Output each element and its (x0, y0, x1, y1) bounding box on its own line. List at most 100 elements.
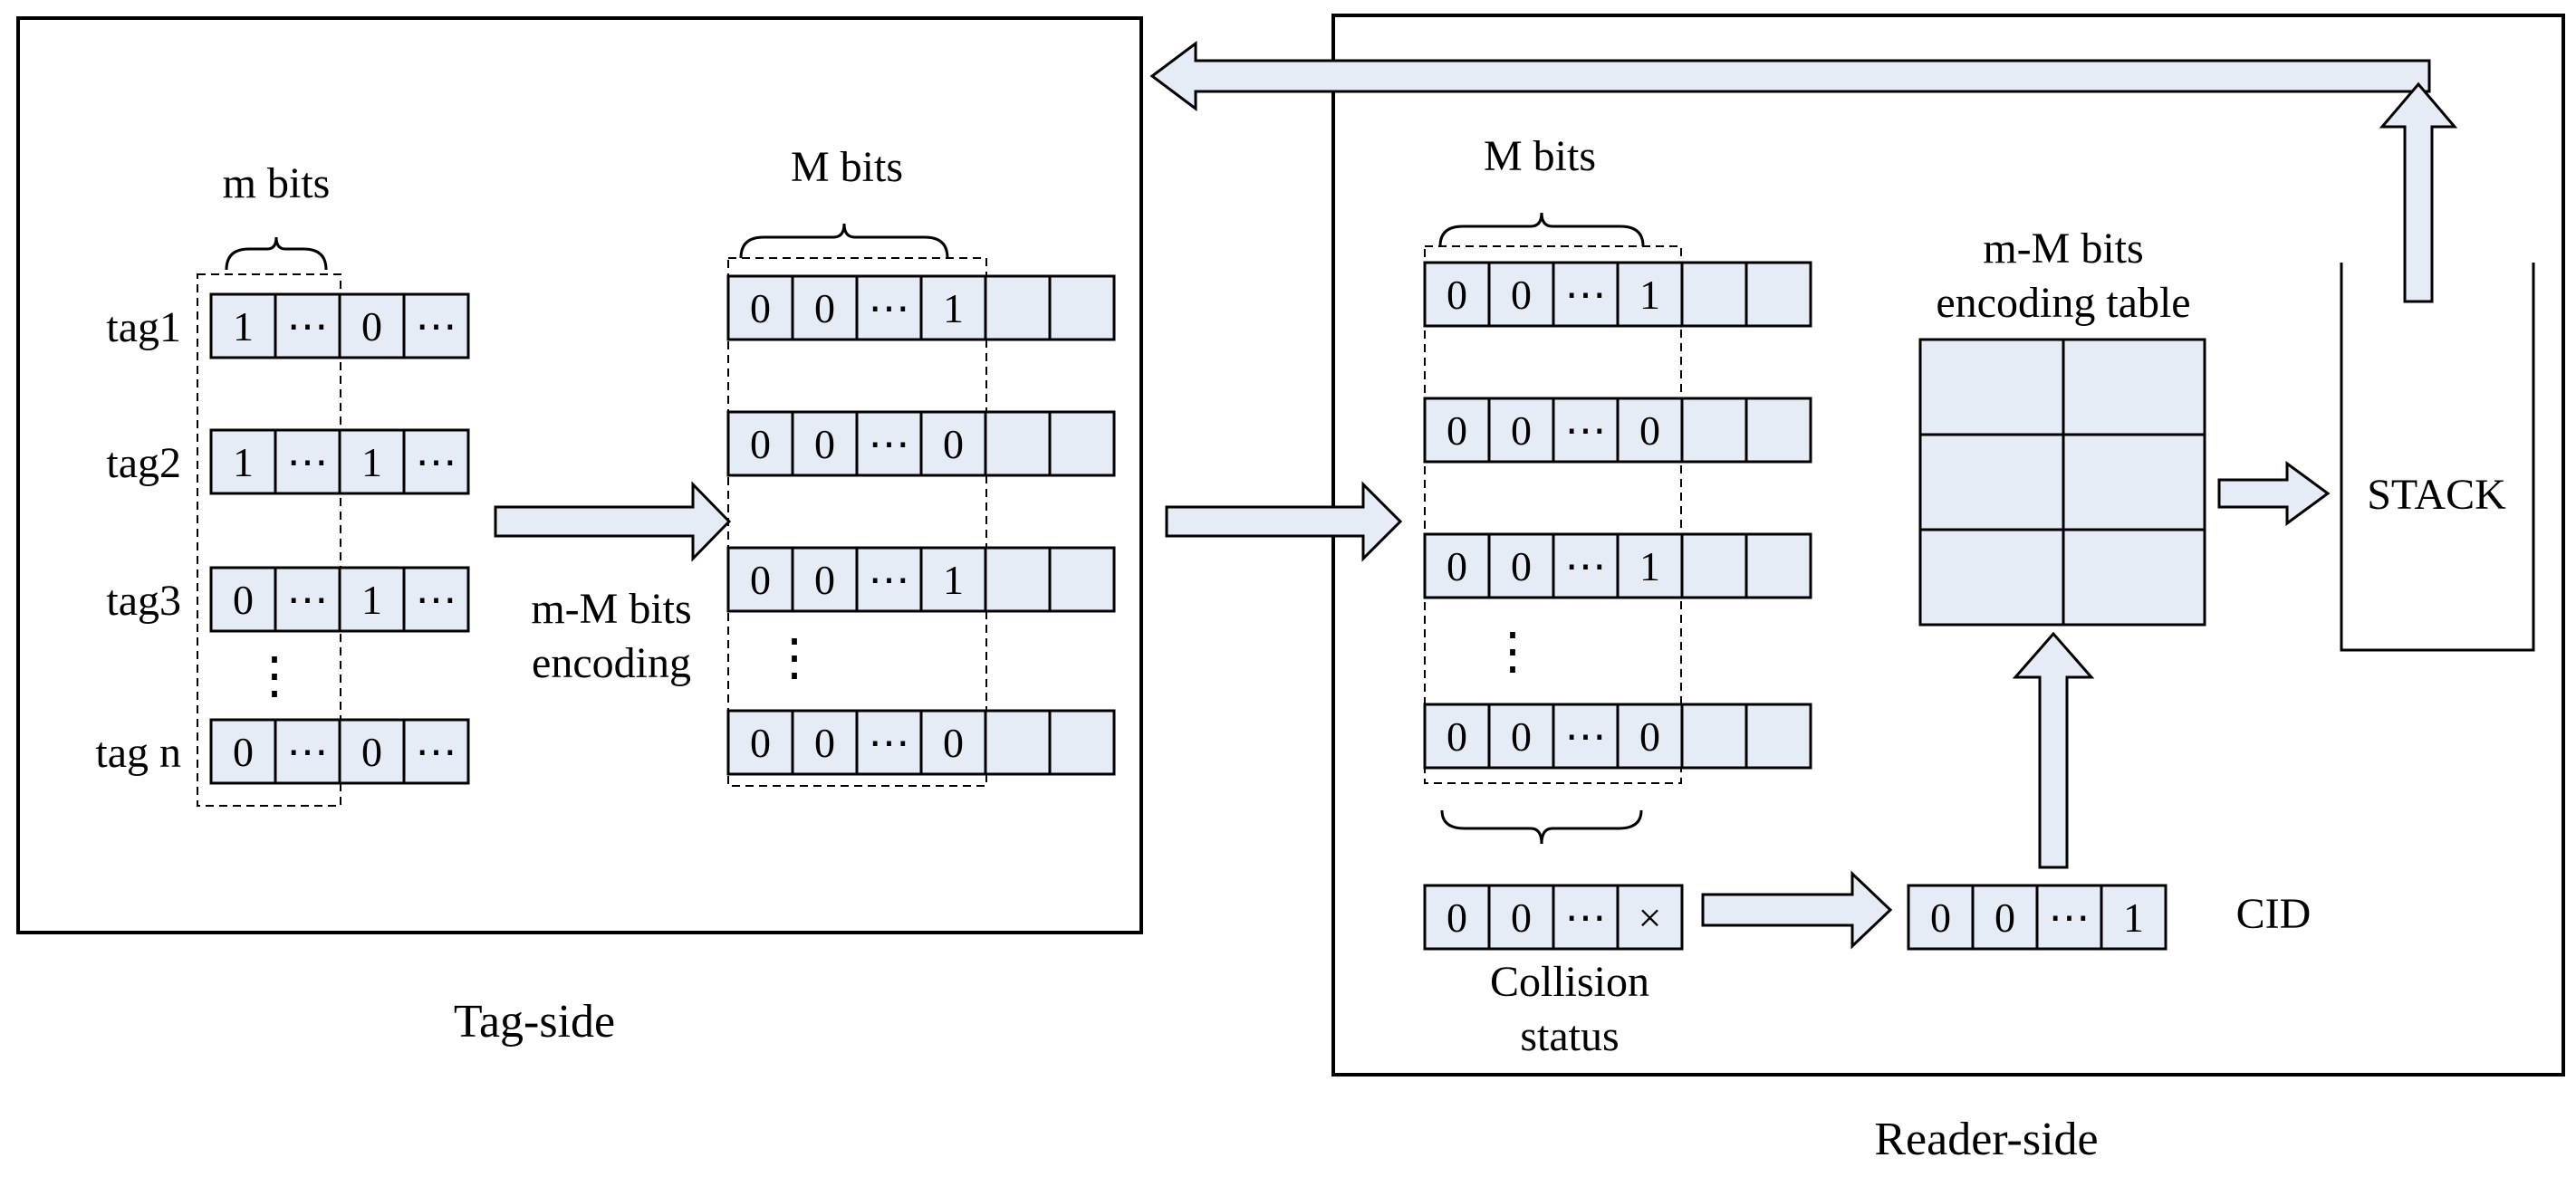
feedback-vertical-arrow (2379, 81, 2458, 303)
encoded-row-1-bit-3: ⋯ (869, 285, 910, 331)
received-ellipsis: ⋮ (1487, 624, 1538, 680)
table-label-line2: encoding table (1936, 279, 2190, 327)
tag-label-2: tag2 (106, 439, 181, 487)
encoded-row-2-cell-5 (984, 410, 1052, 477)
received-row-4-cell-3 (1552, 703, 1620, 770)
reader-side-panel (1331, 14, 2565, 1077)
feedback-horizontal-arrow (1149, 41, 2431, 111)
cid-to-table-arrow (2012, 631, 2095, 869)
tag-label-4: tag n (95, 729, 181, 777)
encoded-row-4-bit-4: 0 (943, 720, 964, 766)
encoded-row-3-cell-2 (791, 546, 859, 613)
tag-4-bit-2: ⋯ (287, 729, 329, 775)
received-row-2-bit-2: 0 (1511, 407, 1532, 454)
tag-2-bit-3: 1 (361, 439, 382, 485)
table-label-line1: m-M bits (1983, 225, 2143, 273)
received-row-2-cell-5 (1680, 397, 1748, 464)
encoded-row-2-cell-4 (919, 410, 987, 477)
tag-M-bits-dashed-box (727, 257, 987, 787)
received-row-1-cell-5 (1680, 261, 1748, 328)
collision-bit-1: 0 (1447, 895, 1467, 941)
table-cell-r3c1 (1918, 528, 2065, 627)
tag-3-bit-4: ⋯ (416, 577, 457, 623)
tag-3-cell-3 (338, 566, 406, 633)
encoded-row-1-cell-6 (1048, 274, 1116, 341)
tag-2-cell-3 (338, 428, 406, 495)
encoded-row-1-cell-5 (984, 274, 1052, 341)
received-row-1-bit-2: 0 (1511, 272, 1532, 318)
reader-M-bits-dashed-box (1424, 245, 1682, 784)
encoded-row-1-cell-1 (726, 274, 794, 341)
received-row-1-bit-4: 1 (1639, 272, 1660, 318)
received-row-2-cell-3 (1552, 397, 1620, 464)
stack-container (2340, 263, 2535, 652)
received-row-3-cell-6 (1745, 532, 1812, 599)
reader-M-bits-brace (1438, 212, 1645, 247)
table-cell-r2c2 (2062, 433, 2206, 531)
reader-M-bits-label: M bits (1484, 132, 1596, 180)
received-row-2-cell-6 (1745, 397, 1812, 464)
collision-label-line1: Collision (1490, 958, 1649, 1006)
encoding-table (1918, 338, 2206, 627)
encoded-row-4-cell-5 (984, 709, 1052, 776)
table-cell-r3c2 (2062, 528, 2206, 627)
encoded-row-4-cell-3 (855, 709, 923, 776)
tag-4-cell-4 (402, 718, 470, 785)
received-row-4-bit-2: 0 (1511, 713, 1532, 760)
received-row-3-bit-3: ⋯ (1565, 543, 1607, 589)
tag-2-cell-1 (209, 428, 277, 495)
encoded-row-4-bit-1: 0 (750, 720, 771, 766)
tag-M-bits-label: M bits (791, 143, 903, 191)
tag-1-bit-1: 1 (233, 303, 254, 349)
tag-4-bit-1: 0 (233, 729, 254, 775)
encoded-row-3-bit-1: 0 (750, 557, 771, 603)
received-row-1-cell-6 (1745, 261, 1812, 328)
encoded-row-3-bit-2: 0 (814, 557, 835, 603)
tag-3-cell-1 (209, 566, 277, 633)
cid-bit-3: ⋯ (2049, 895, 2091, 941)
cid-cell-2 (1971, 884, 2039, 951)
tag-1-bit-3: 0 (361, 303, 382, 349)
received-row-4-cell-5 (1680, 703, 1748, 770)
encoded-row-3-cell-6 (1048, 546, 1116, 613)
received-row-1-cell-2 (1487, 261, 1555, 328)
received-row-1-bit-1: 0 (1447, 272, 1467, 318)
collision-bit-4: × (1639, 895, 1662, 941)
cid-label: CID (2236, 890, 2312, 938)
encoded-row-4-bit-3: ⋯ (869, 720, 910, 766)
collision-brace (1440, 809, 1643, 845)
received-row-4-bit-3: ⋯ (1565, 713, 1607, 760)
encoded-row-3-bit-4: 1 (943, 557, 964, 603)
tag-label-3: tag3 (106, 577, 181, 625)
received-row-4-bit-4: 0 (1639, 713, 1660, 760)
cid-bit-2: 0 (1994, 895, 2015, 941)
tag-3-cell-4 (402, 566, 470, 633)
tag-4-bit-3: 0 (361, 729, 382, 775)
cid-cell-4 (2100, 884, 2167, 951)
received-row-2-bit-3: ⋯ (1565, 407, 1607, 454)
collision-label-line2: status (1520, 1012, 1619, 1060)
received-row-4-cell-6 (1745, 703, 1812, 770)
collision-cell-2 (1487, 884, 1555, 951)
tag-1-bit-2: ⋯ (287, 303, 329, 349)
received-row-1-bit-3: ⋯ (1565, 272, 1607, 318)
tag-4-cell-1 (209, 718, 277, 785)
received-row-4-cell-4 (1616, 703, 1684, 770)
table-cell-r2c1 (1918, 433, 2065, 531)
encoded-ellipsis: ⋮ (769, 630, 820, 686)
received-row-2-bit-1: 0 (1447, 407, 1467, 454)
encoded-row-3-bit-3: ⋯ (869, 557, 910, 603)
tag-1-cell-4 (402, 292, 470, 359)
table-cell-r1c2 (2062, 338, 2206, 436)
encoded-row-1-bit-2: 0 (814, 285, 835, 331)
collision-bit-3: ⋯ (1565, 895, 1607, 941)
tag-1-cell-1 (209, 292, 277, 359)
received-row-4-cell-2 (1487, 703, 1555, 770)
tag-2-bit-4: ⋯ (416, 439, 457, 485)
encoded-row-3-cell-4 (919, 546, 987, 613)
received-row-3-bit-2: 0 (1511, 543, 1532, 589)
